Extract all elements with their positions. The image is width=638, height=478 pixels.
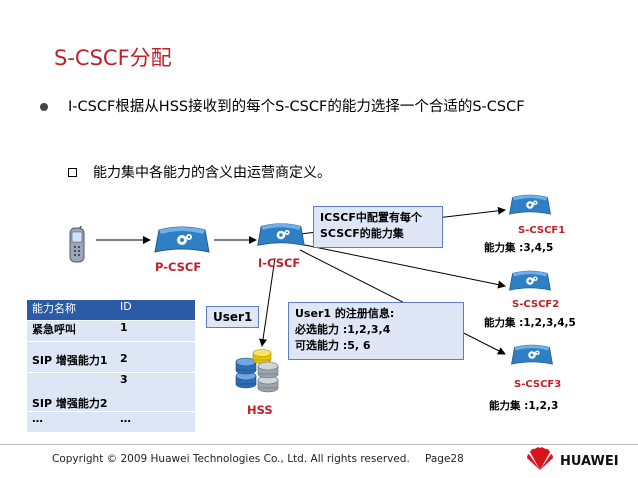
database-icon [235, 349, 279, 393]
table-cell: 3 [115, 372, 195, 412]
table-cell: … [27, 411, 115, 433]
scscf2-label: S-CSCF2 [512, 299, 560, 310]
scscf1-caps: 能力集 :3,4,5 [484, 242, 554, 254]
table-row: SIP 增强能力1 2 [27, 341, 195, 373]
pcscf-label: P-CSCF [155, 260, 202, 274]
bullet-sub: 能力集中各能力的含义由运营商定义。 [68, 162, 331, 182]
table-cell: SIP 增强能力1 [27, 341, 115, 373]
table-row: SIP 增强能力2 3 [27, 372, 195, 412]
scscf3-caps: 能力集 :1,2,3 [489, 400, 559, 412]
bullet-main-text: I-CSCF根据从HSS接收到的每个S-CSCF的能力选择一个合适的S-CSCF [68, 99, 525, 115]
table-cell: 紧急呼叫 [27, 320, 115, 342]
table-cell: SIP 增强能力2 [27, 372, 115, 412]
table-header-name: 能力名称 [27, 300, 115, 321]
arrow-icscf-to-hss [259, 257, 276, 347]
icscf-note: ICSCF中配置有每个 SCSCF的能力集 [313, 206, 443, 248]
user1-label: User1 [206, 306, 260, 328]
page-number: Page28 [425, 453, 464, 465]
bullet-main: I-CSCF根据从HSS接收到的每个S-CSCF的能力选择一个合适的S-CSCF [40, 94, 620, 120]
scscf1-label: S-CSCF1 [518, 225, 566, 236]
capability-table: 能力名称 ID 紧急呼叫 1 SIP 增强能力1 2 SIP 增强能力2 3 …… [27, 300, 195, 433]
icscf-router-icon [257, 223, 305, 246]
table-cell: … [115, 411, 195, 433]
huawei-logo-icon [527, 447, 553, 470]
table-cell: 1 [115, 320, 195, 342]
pcscf-router-icon [154, 226, 210, 253]
user1-note: User1 的注册信息: 必选能力 :1,2,3,4 可选能力 :5, 6 [288, 302, 464, 360]
table-header-row: 能力名称 ID [27, 300, 195, 321]
arrow-icscf-to-scscf2 [299, 243, 506, 289]
hss-label: HSS [247, 403, 273, 417]
footer-divider [0, 444, 638, 445]
icscf-label: I-CSCF [258, 256, 301, 270]
scscf1-router-icon [509, 194, 551, 215]
table-header-id: ID [115, 300, 195, 321]
table-row: 紧急呼叫 1 [27, 320, 195, 342]
phone-icon [69, 226, 85, 263]
bullet-dot-icon [40, 103, 48, 111]
page-title: S-CSCF分配 [54, 46, 172, 70]
bullet-sub-text: 能力集中各能力的含义由运营商定义。 [93, 165, 331, 181]
scscf2-caps: 能力集 :1,2,3,4,5 [484, 317, 576, 329]
scscf3-label: S-CSCF3 [514, 379, 562, 390]
table-row: … … [27, 411, 195, 433]
user1-note-line2: 必选能力 :1,2,3,4 [295, 323, 391, 336]
scscf3-router-icon [511, 344, 553, 365]
user1-note-line3: 可选能力 :5, 6 [295, 339, 371, 352]
scscf2-router-icon [509, 270, 551, 291]
copyright-text: Copyright © 2009 Huawei Technologies Co.… [52, 453, 410, 465]
user1-note-line1: User1 的注册信息: [295, 307, 395, 320]
huawei-brand: HUAWEI [560, 454, 619, 469]
square-bullet-icon [68, 167, 77, 177]
table-cell: 2 [115, 341, 195, 373]
icscf-note-line1: ICSCF中配置有每个 [320, 211, 422, 224]
icscf-note-line2: SCSCF的能力集 [320, 227, 404, 240]
